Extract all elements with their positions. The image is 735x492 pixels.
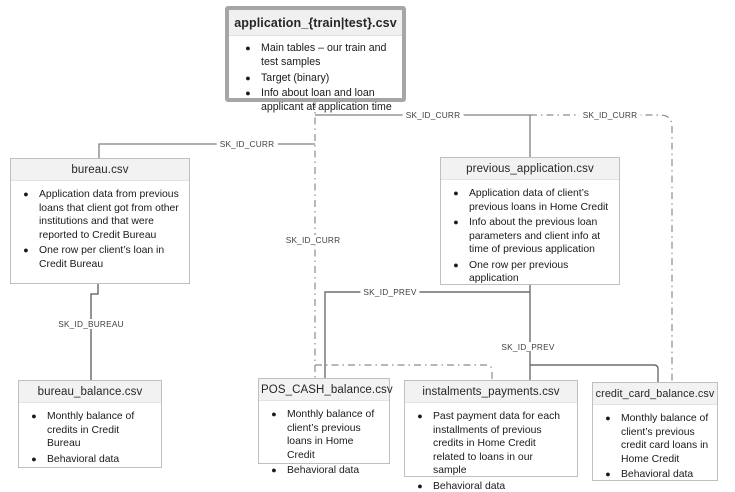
- bullet-icon: ●: [417, 411, 423, 421]
- bullet-text: Info about the previous loan parameters …: [469, 217, 601, 256]
- bullet-text: One row per client’s loan in Credit Bure…: [39, 245, 165, 270]
- bullet-icon: ●: [23, 189, 29, 199]
- node-pos-cash-balance-body: ● Monthly balance of client’s previous l…: [259, 401, 389, 484]
- node-application-body: ● Main tables – our train and test sampl…: [229, 36, 402, 119]
- edge-application-bureau: [98, 143, 315, 158]
- bullet-text: Behavioral data: [621, 469, 694, 481]
- bullet-text: Behavioral data: [433, 480, 506, 492]
- edge-application-creditcard: [530, 114, 673, 382]
- node-previous-application: previous_application.csv ● Application d…: [440, 157, 620, 285]
- edge-label-sk-id-curr-previous: SK_ID_CURR: [402, 110, 464, 120]
- node-pos-cash-balance: POS_CASH_balance.csv ● Monthly balance o…: [258, 378, 393, 476]
- node-bureau-body: ● Application data from previous loans t…: [11, 181, 189, 277]
- bullet-text: Info about loan and loan applicant at ap…: [261, 87, 392, 114]
- edge-application-previous: [315, 114, 531, 157]
- edge-label-sk-id-curr-poscash: SK_ID_CURR: [282, 235, 344, 245]
- bullet-icon: ●: [23, 245, 29, 256]
- node-bureau-balance: bureau_balance.csv ● Monthly balance of …: [18, 380, 162, 468]
- bullet-icon: ●: [453, 259, 459, 270]
- bullet-text: Main tables – our train and test samples: [261, 42, 387, 68]
- bullet-icon: ●: [417, 480, 423, 491]
- bullet-icon: ●: [605, 413, 611, 423]
- bullet-text: Past payment data for each installments …: [433, 411, 561, 477]
- bullet-text: Monthly balance of client’s previous loa…: [287, 409, 375, 461]
- node-previous-application-body: ● Application data of client’s previous …: [441, 180, 619, 292]
- edge-bureau-bureaubalance: [90, 283, 99, 380]
- node-bureau-balance-body: ● Monthly balance of credits in Credit B…: [19, 403, 161, 472]
- bullet-text: Monthly balance of client’s previous cre…: [621, 413, 709, 465]
- bullet-text: Monthly balance of credits in Credit Bur…: [47, 411, 135, 450]
- node-previous-application-title: previous_application.csv: [441, 158, 619, 180]
- node-bureau: bureau.csv ● Application data from previ…: [10, 158, 190, 284]
- node-instalments-payments-title: instalments_payments.csv: [405, 381, 577, 403]
- bullet-text: Behavioral data: [287, 465, 360, 477]
- bullet-text: Target (binary): [261, 71, 330, 84]
- node-bureau-title: bureau.csv: [11, 159, 189, 181]
- node-bureau-balance-title: bureau_balance.csv: [19, 381, 161, 403]
- bullet-text: One row per previous application: [469, 259, 569, 285]
- node-credit-card-balance: credit_card_balance.csv ● Monthly balanc…: [592, 382, 718, 481]
- node-application: application_{train|test}.csv ● Main tabl…: [225, 6, 406, 113]
- bullet-icon: ●: [271, 465, 277, 476]
- edge-label-sk-id-prev-instalments: SK_ID_PREV: [498, 342, 558, 352]
- node-instalments-payments: instalments_payments.csv ● Past payment …: [404, 380, 578, 492]
- node-credit-card-balance-body: ● Monthly balance of client’s previous c…: [593, 405, 717, 488]
- node-pos-cash-balance-title: POS_CASH_balance.csv: [259, 379, 393, 401]
- bullet-icon: ●: [453, 188, 459, 198]
- bullet-text: Behavioral data: [47, 453, 120, 465]
- bullet-icon: ●: [245, 88, 251, 99]
- bullet-icon: ●: [453, 217, 459, 228]
- bullet-icon: ●: [245, 72, 251, 83]
- bullet-text: Application data of client’s previous lo…: [469, 188, 609, 213]
- edge-previous-poscash: [324, 291, 530, 378]
- edge-previous-creditcard: [530, 364, 659, 382]
- edge-application-instalments: [315, 364, 493, 380]
- node-application-title: application_{train|test}.csv: [229, 10, 402, 36]
- edge-label-sk-id-bureau: SK_ID_BUREAU: [55, 319, 127, 329]
- bullet-icon: ●: [31, 453, 37, 464]
- bullet-icon: ●: [31, 411, 37, 421]
- bullet-text: Application data from previous loans tha…: [39, 189, 179, 241]
- node-instalments-payments-body: ● Past payment data for each installment…: [405, 403, 577, 492]
- edge-label-sk-id-curr-creditcard: SK_ID_CURR: [579, 110, 641, 120]
- edge-label-sk-id-curr-bureau: SK_ID_CURR: [216, 139, 278, 149]
- bullet-icon: ●: [271, 409, 277, 419]
- edge-label-sk-id-prev-poscash: SK_ID_PREV: [360, 287, 420, 297]
- node-credit-card-balance-title: credit_card_balance.csv: [593, 383, 717, 405]
- bullet-icon: ●: [605, 469, 611, 480]
- bullet-icon: ●: [245, 43, 251, 53]
